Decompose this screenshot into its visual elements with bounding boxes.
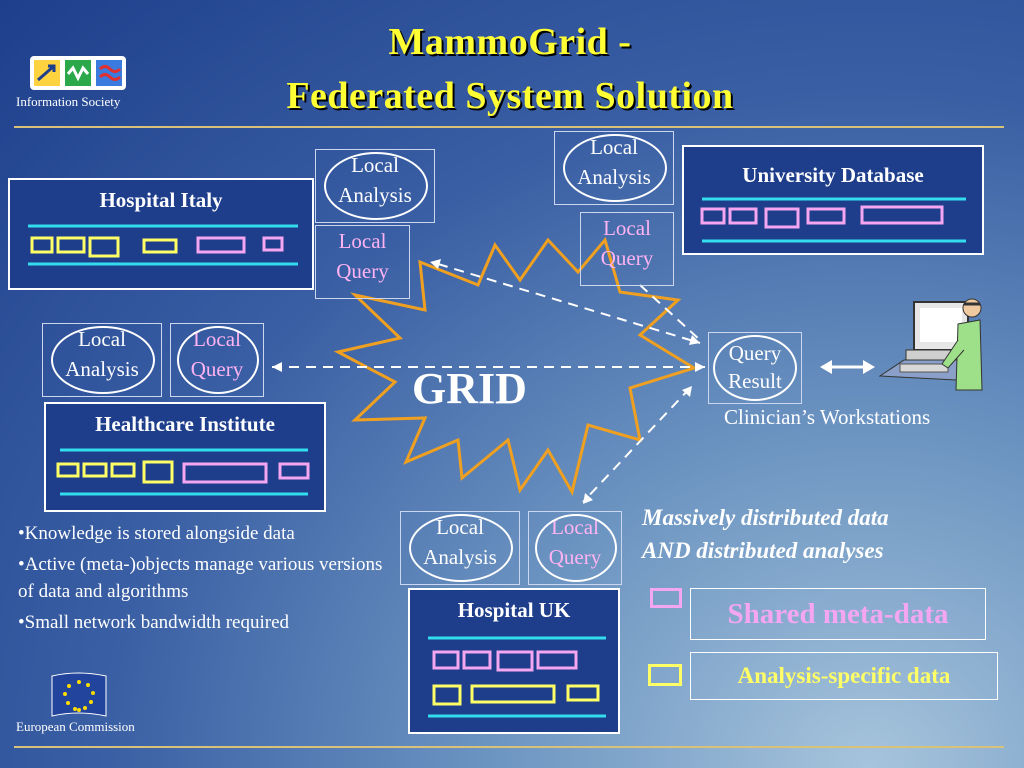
title-line-2: Federated System Solution (286, 75, 734, 117)
bullet-item: •Small network bandwidth required (18, 612, 290, 633)
local-analysis-university: Local Analysis (554, 131, 674, 205)
tagline-line-2: AND distributed analyses (642, 538, 884, 563)
local-query-line1: Local (603, 216, 651, 240)
information-society-logo (28, 52, 128, 92)
eu-flag-icon (51, 672, 107, 717)
local-query-uk: Local Query (528, 511, 622, 585)
healthcare-institute-label: Healthcare Institute (95, 412, 275, 436)
bullet-item: •Active (meta-)objects manage various ve… (18, 554, 383, 602)
title-line-1: MammoGrid - (388, 21, 632, 63)
analysis-oval (409, 514, 513, 582)
local-query-healthcare: Local Query (170, 323, 264, 397)
analysis-oval (324, 152, 428, 220)
european-commission-label: European Commission (16, 719, 135, 734)
hospital-italy-label: Hospital Italy (99, 188, 223, 212)
hospital-italy-box: Hospital Italy (8, 178, 314, 290)
university-database-label: University Database (742, 163, 924, 187)
university-database-data (700, 197, 966, 243)
local-query-line2: Query (600, 246, 654, 270)
analysis-oval (563, 134, 667, 202)
query-result-box: Query Result (708, 332, 802, 404)
bottom-rule (14, 746, 1004, 748)
bullet-item: •Knowledge is stored alongside data (18, 523, 295, 544)
hospital-uk-label: Hospital UK (457, 598, 571, 622)
legend-meta-swatch (650, 588, 682, 608)
legend-analysis-specific-data: Analysis-specific data (690, 652, 998, 700)
local-analysis-healthcare: Local Analysis (42, 323, 162, 397)
legend-shared-meta-data: Shared meta-data (690, 588, 986, 640)
local-query-line1: Local (338, 229, 387, 253)
healthcare-institute-box: Healthcare Institute (44, 402, 326, 512)
workstation-label: Clinician’s Workstations (724, 405, 931, 429)
query-oval (177, 326, 259, 394)
university-database-box: University Database (682, 145, 984, 255)
hospital-uk-box: Hospital UK (408, 588, 620, 734)
information-society-label: Information Society (16, 94, 121, 109)
grid-label: GRID (412, 364, 527, 413)
hospital-uk-data (428, 636, 606, 718)
local-query-italy: Local Query (315, 225, 410, 299)
bullet-list: •Knowledge is stored alongside data •Act… (18, 520, 398, 640)
query-result-oval (713, 335, 797, 401)
local-analysis-italy: Local Analysis (315, 149, 435, 223)
legend-analysis-swatch (648, 664, 682, 686)
local-query-university: Local Query (580, 212, 674, 286)
healthcare-institute-data (56, 448, 310, 496)
top-rule (14, 126, 1004, 128)
query-oval (535, 514, 617, 582)
local-query-line2: Query (336, 259, 389, 283)
information-society-icon (30, 56, 126, 90)
analysis-oval (51, 326, 155, 394)
hospital-italy-data (28, 224, 298, 266)
clinician-workstation-icon (878, 298, 983, 391)
grid-star (333, 236, 698, 497)
local-analysis-uk: Local Analysis (400, 511, 520, 585)
tagline-line-1: Massively distributed data (642, 505, 889, 530)
